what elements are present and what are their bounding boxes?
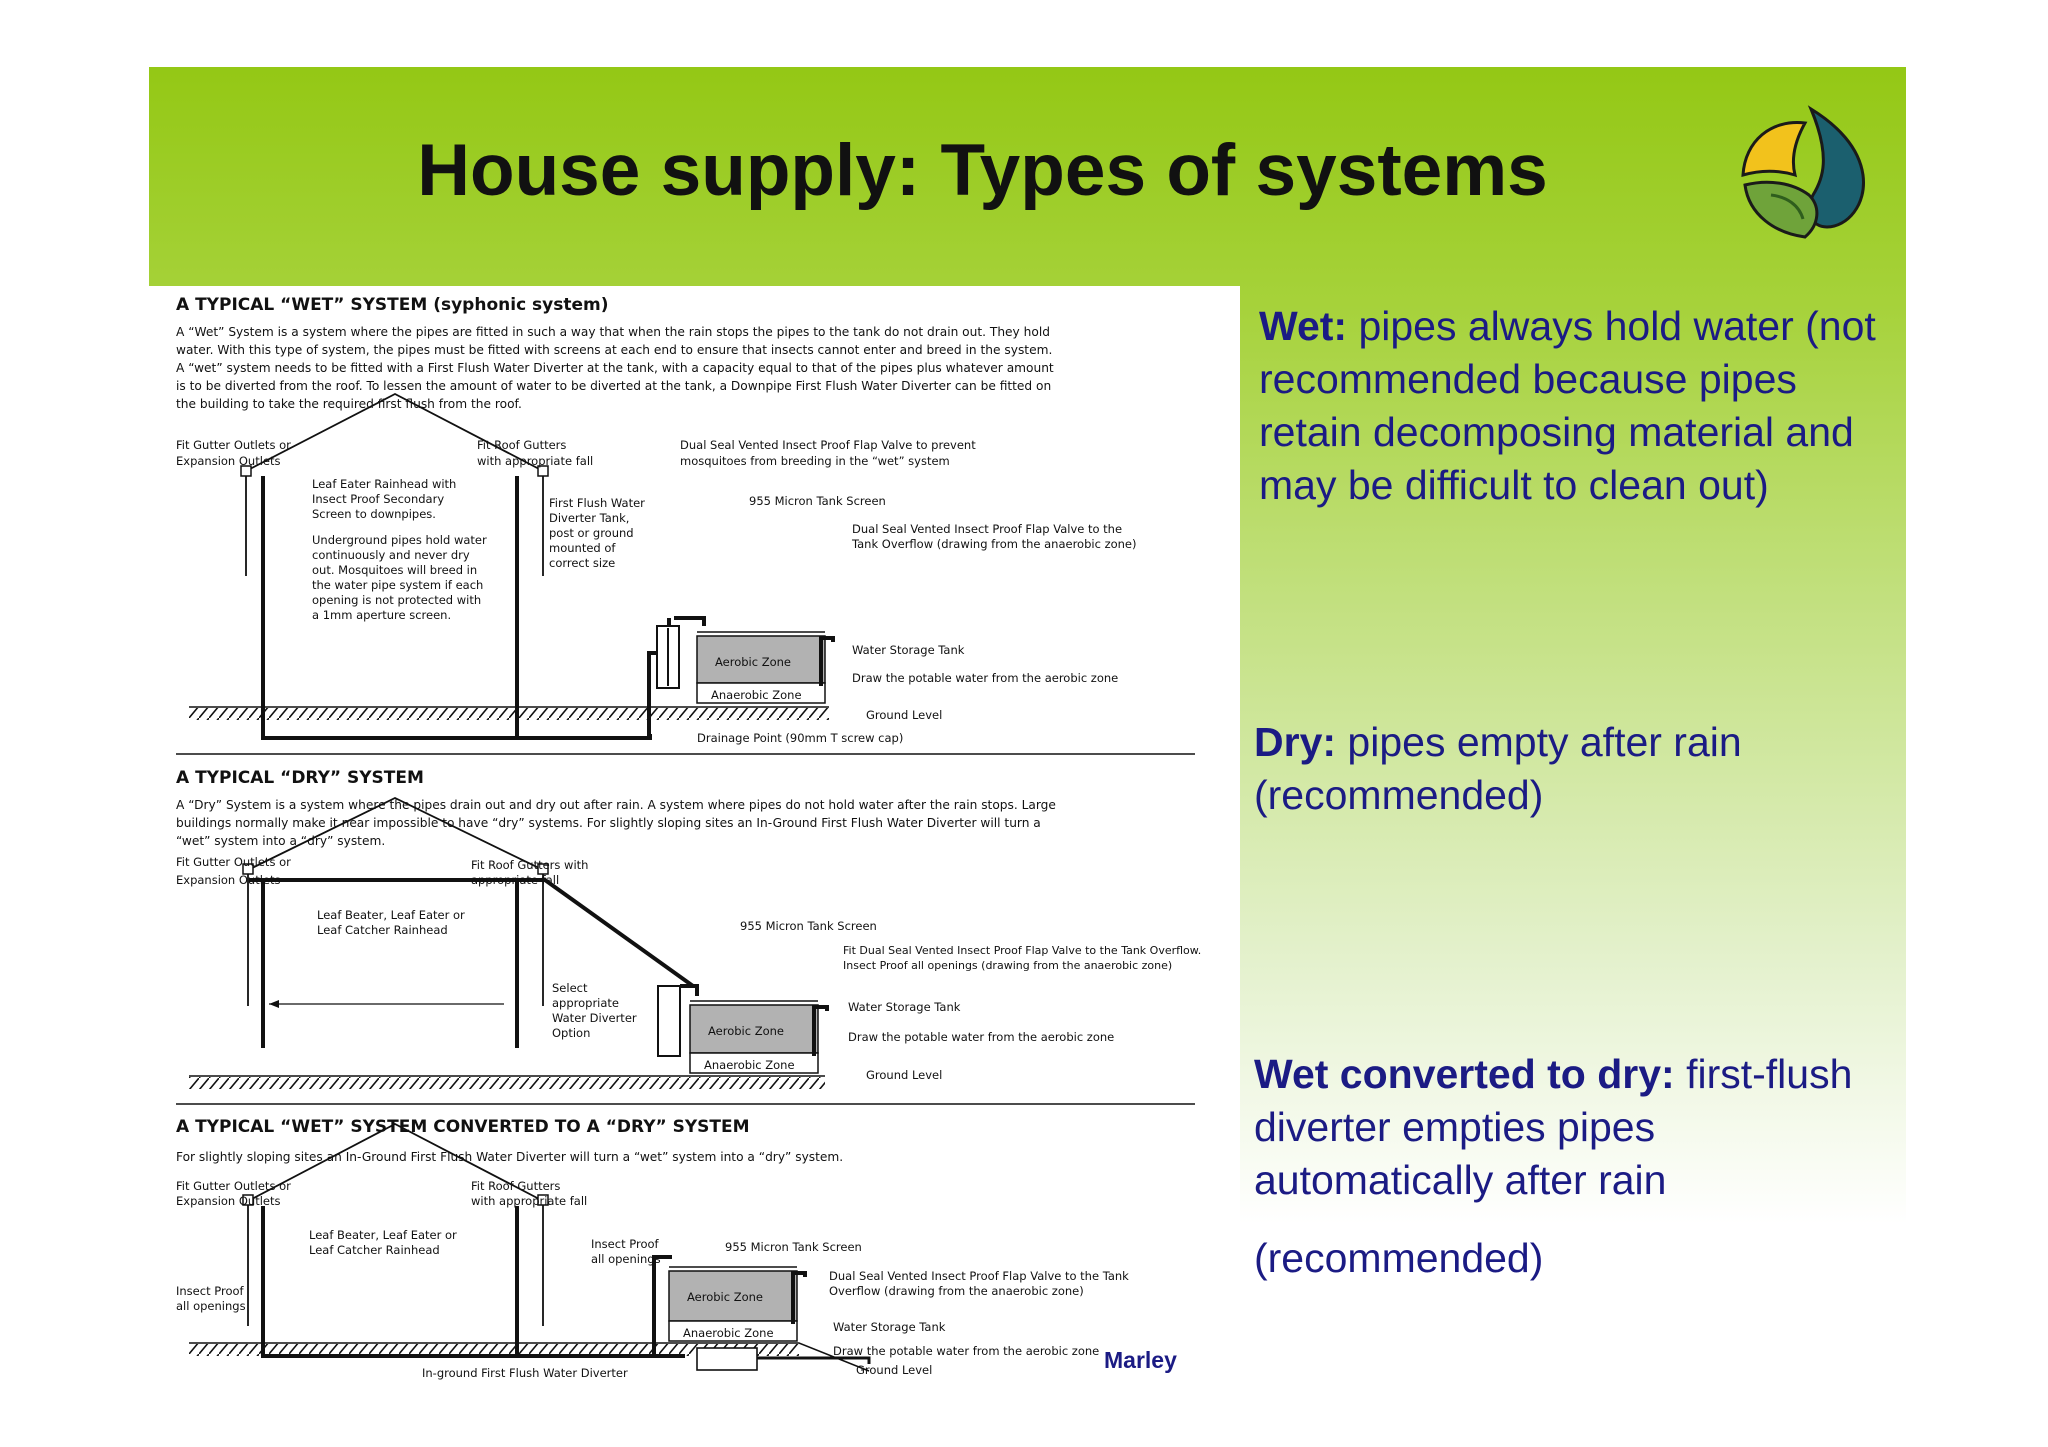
note-dry: Dry: pipes empty after rain (recommended… xyxy=(1254,716,1894,822)
svg-text:Fit Dual Seal Vented Insect Pr: Fit Dual Seal Vented Insect Proof Flap V… xyxy=(843,944,1201,957)
svg-text:Fit Roof Gutters: Fit Roof Gutters xyxy=(471,1179,560,1193)
svg-text:Fit Gutter Outlets or: Fit Gutter Outlets or xyxy=(176,438,291,452)
svg-text:Tank Overflow (drawing from th: Tank Overflow (drawing from the anaerobi… xyxy=(851,537,1137,551)
svg-text:Insect Proof Secondary: Insect Proof Secondary xyxy=(312,492,444,506)
svg-text:Leaf Eater Rainhead with: Leaf Eater Rainhead with xyxy=(312,477,456,491)
svg-text:correct size: correct size xyxy=(549,556,615,570)
converted-labels: Fit Gutter Outlets or Expansion Outlets … xyxy=(176,1179,1129,1380)
svg-text:the water pipe system if each: the water pipe system if each xyxy=(312,578,483,592)
diagram-drawing: A TYPICAL “WET” SYSTEM (syphonic system)… xyxy=(176,295,1201,1380)
note-wet-text: pipes always hold water (not recommended… xyxy=(1259,303,1876,508)
svg-text:Water Storage Tank: Water Storage Tank xyxy=(833,1320,946,1334)
svg-text:Draw the potable water from th: Draw the potable water from the aerobic … xyxy=(852,671,1118,685)
svg-text:Leaf Beater, Leaf Eater or: Leaf Beater, Leaf Eater or xyxy=(309,1228,457,1242)
svg-text:mounted of: mounted of xyxy=(549,541,616,555)
rainwater-system-diagram: A TYPICAL “WET” SYSTEM (syphonic system)… xyxy=(149,286,1240,1382)
slide-background: House supply: Types of systems A TYPICAL… xyxy=(149,67,1906,1382)
svg-text:Water Storage Tank: Water Storage Tank xyxy=(848,1000,961,1014)
converted-house: Aerobic Zone Anaerobic Zone xyxy=(189,1122,871,1372)
svg-text:Underground pipes hold water: Underground pipes hold water xyxy=(312,533,487,547)
dry-house: Aerobic Zone Anaerobic Zone xyxy=(176,796,1195,1105)
note-wet: Wet: pipes always hold water (not recomm… xyxy=(1259,300,1899,512)
svg-text:Option: Option xyxy=(552,1026,590,1040)
svg-text:appropriate fall: appropriate fall xyxy=(471,873,559,887)
wet-description: A “Wet” System is a system where the pip… xyxy=(176,325,1058,411)
svg-text:Dual Seal Vented Insect Proof: Dual Seal Vented Insect Proof Flap Valve… xyxy=(852,522,1122,536)
svg-text:Leaf Catcher Rainhead: Leaf Catcher Rainhead xyxy=(309,1243,440,1257)
svg-text:Ground Level: Ground Level xyxy=(866,708,942,722)
dry-description: A “Dry” System is a system where the pip… xyxy=(176,798,1060,848)
svg-text:Insect Proof: Insect Proof xyxy=(176,1284,245,1298)
wet-house: Aerobic Zone Anaerobic Zone xyxy=(176,392,1195,755)
svg-text:Fit Gutter Outlets or: Fit Gutter Outlets or xyxy=(176,1179,291,1193)
svg-text:opening is not protected with: opening is not protected with xyxy=(312,593,481,607)
svg-text:out. Mosquitoes will breed in: out. Mosquitoes will breed in xyxy=(312,563,477,577)
svg-text:Dual Seal Vented Insect Proof: Dual Seal Vented Insect Proof Flap Valve… xyxy=(829,1269,1129,1283)
svg-text:all openings: all openings xyxy=(176,1299,246,1313)
svg-text:Screen to downpipes.: Screen to downpipes. xyxy=(312,507,436,521)
note-converted-text: first-flush diverter empties pipes autom… xyxy=(1254,1051,1853,1203)
svg-text:appropriate: appropriate xyxy=(552,996,619,1010)
svg-text:955 Micron Tank Screen: 955 Micron Tank Screen xyxy=(749,494,886,508)
svg-text:Select: Select xyxy=(552,981,588,995)
wet-labels: Fit Gutter Outlets or Expansion Outlets … xyxy=(176,438,1137,745)
svg-text:955 Micron Tank Screen: 955 Micron Tank Screen xyxy=(740,919,877,933)
svg-text:Overflow (drawing from the an: Overflow (drawing from the anaerobic zon… xyxy=(829,1284,1084,1298)
leaf-drop-logo-icon xyxy=(1741,105,1865,239)
converted-description: For slightly sloping sites an In-Ground … xyxy=(176,1150,843,1164)
wet-anaerobic-zone-label: Anaerobic Zone xyxy=(711,688,802,702)
svg-text:Water Storage Tank: Water Storage Tank xyxy=(852,643,965,657)
svg-text:Drainage Point (90mm T screw c: Drainage Point (90mm T screw cap) xyxy=(697,731,903,745)
note-converted: Wet converted to dry: first-flush divert… xyxy=(1254,1048,1894,1207)
svg-text:Draw the potable water from th: Draw the potable water from the aerobic … xyxy=(848,1030,1114,1044)
svg-text:Insect Proof all openings (dr: Insect Proof all openings (drawing from … xyxy=(843,959,1172,972)
svg-text:continuously and never dry: continuously and never dry xyxy=(312,548,470,562)
svg-text:955 Micron Tank Screen: 955 Micron Tank Screen xyxy=(725,1240,862,1254)
svg-text:Insect Proof: Insect Proof xyxy=(591,1237,660,1251)
svg-text:Fit Roof Gutters: Fit Roof Gutters xyxy=(477,438,566,452)
svg-text:Expansion Outlets: Expansion Outlets xyxy=(176,1194,281,1208)
svg-text:Draw the potable water from th: Draw the potable water from the aerobic … xyxy=(833,1344,1099,1358)
converted-heading: A TYPICAL “WET” SYSTEM CONVERTED TO A “D… xyxy=(176,1117,750,1137)
svg-text:Fit Gutter Outlets or: Fit Gutter Outlets or xyxy=(176,855,291,869)
svg-text:Expansion Outlets: Expansion Outlets xyxy=(176,873,281,887)
converted-aerobic-zone-label: Aerobic Zone xyxy=(687,1290,763,1304)
svg-text:mosquitoes from breeding in th: mosquitoes from breeding in the “wet” sy… xyxy=(680,454,950,468)
svg-text:Ground Level: Ground Level xyxy=(866,1068,942,1082)
svg-text:Ground Level: Ground Level xyxy=(856,1363,932,1377)
svg-text:all openings: all openings xyxy=(591,1252,661,1266)
svg-text:Diverter Tank,: Diverter Tank, xyxy=(549,511,629,525)
note-dry-label: Dry: xyxy=(1254,719,1337,765)
dry-heading: A TYPICAL “DRY” SYSTEM xyxy=(176,768,424,788)
svg-text:Fit Roof Gutters with: Fit Roof Gutters with xyxy=(471,858,588,872)
note-converted-label: Wet converted to dry: xyxy=(1254,1051,1675,1097)
svg-text:Dual Seal Vented Insect Proof: Dual Seal Vented Insect Proof Flap Valve… xyxy=(680,438,976,452)
svg-text:Expansion Outlets: Expansion Outlets xyxy=(176,454,281,468)
svg-text:First Flush Water: First Flush Water xyxy=(549,496,645,510)
slide-title: House supply: Types of systems xyxy=(417,130,1548,211)
svg-text:with appropriate fall: with appropriate fall xyxy=(477,454,593,468)
svg-text:post or ground: post or ground xyxy=(549,526,634,540)
svg-text:with appropriate fall: with appropriate fall xyxy=(471,1194,587,1208)
note-wet-label: Wet: xyxy=(1259,303,1348,349)
svg-text:a 1mm aperture screen.: a 1mm aperture screen. xyxy=(312,608,451,622)
dry-aerobic-zone-label: Aerobic Zone xyxy=(708,1024,784,1038)
converted-anaerobic-zone-label: Anaerobic Zone xyxy=(683,1326,774,1340)
svg-text:Water Diverter: Water Diverter xyxy=(552,1011,637,1025)
svg-text:Leaf Catcher Rainhead: Leaf Catcher Rainhead xyxy=(317,923,448,937)
note-converted-recommended: (recommended) xyxy=(1254,1235,1544,1281)
dry-labels: Fit Gutter Outlets or Expansion Outlets … xyxy=(176,855,1201,1082)
credit-marley: Marley xyxy=(1104,1347,1177,1373)
dry-anaerobic-zone-label: Anaerobic Zone xyxy=(704,1058,795,1072)
wet-heading: A TYPICAL “WET” SYSTEM (syphonic system) xyxy=(176,295,609,315)
note-dry-text: pipes empty after rain (recommended) xyxy=(1254,719,1742,818)
svg-text:In-ground First Flush Water Di: In-ground First Flush Water Diverter xyxy=(422,1366,628,1380)
wet-aerobic-zone-label: Aerobic Zone xyxy=(715,655,791,669)
svg-text:Leaf Beater, Leaf Eater or: Leaf Beater, Leaf Eater or xyxy=(317,908,465,922)
